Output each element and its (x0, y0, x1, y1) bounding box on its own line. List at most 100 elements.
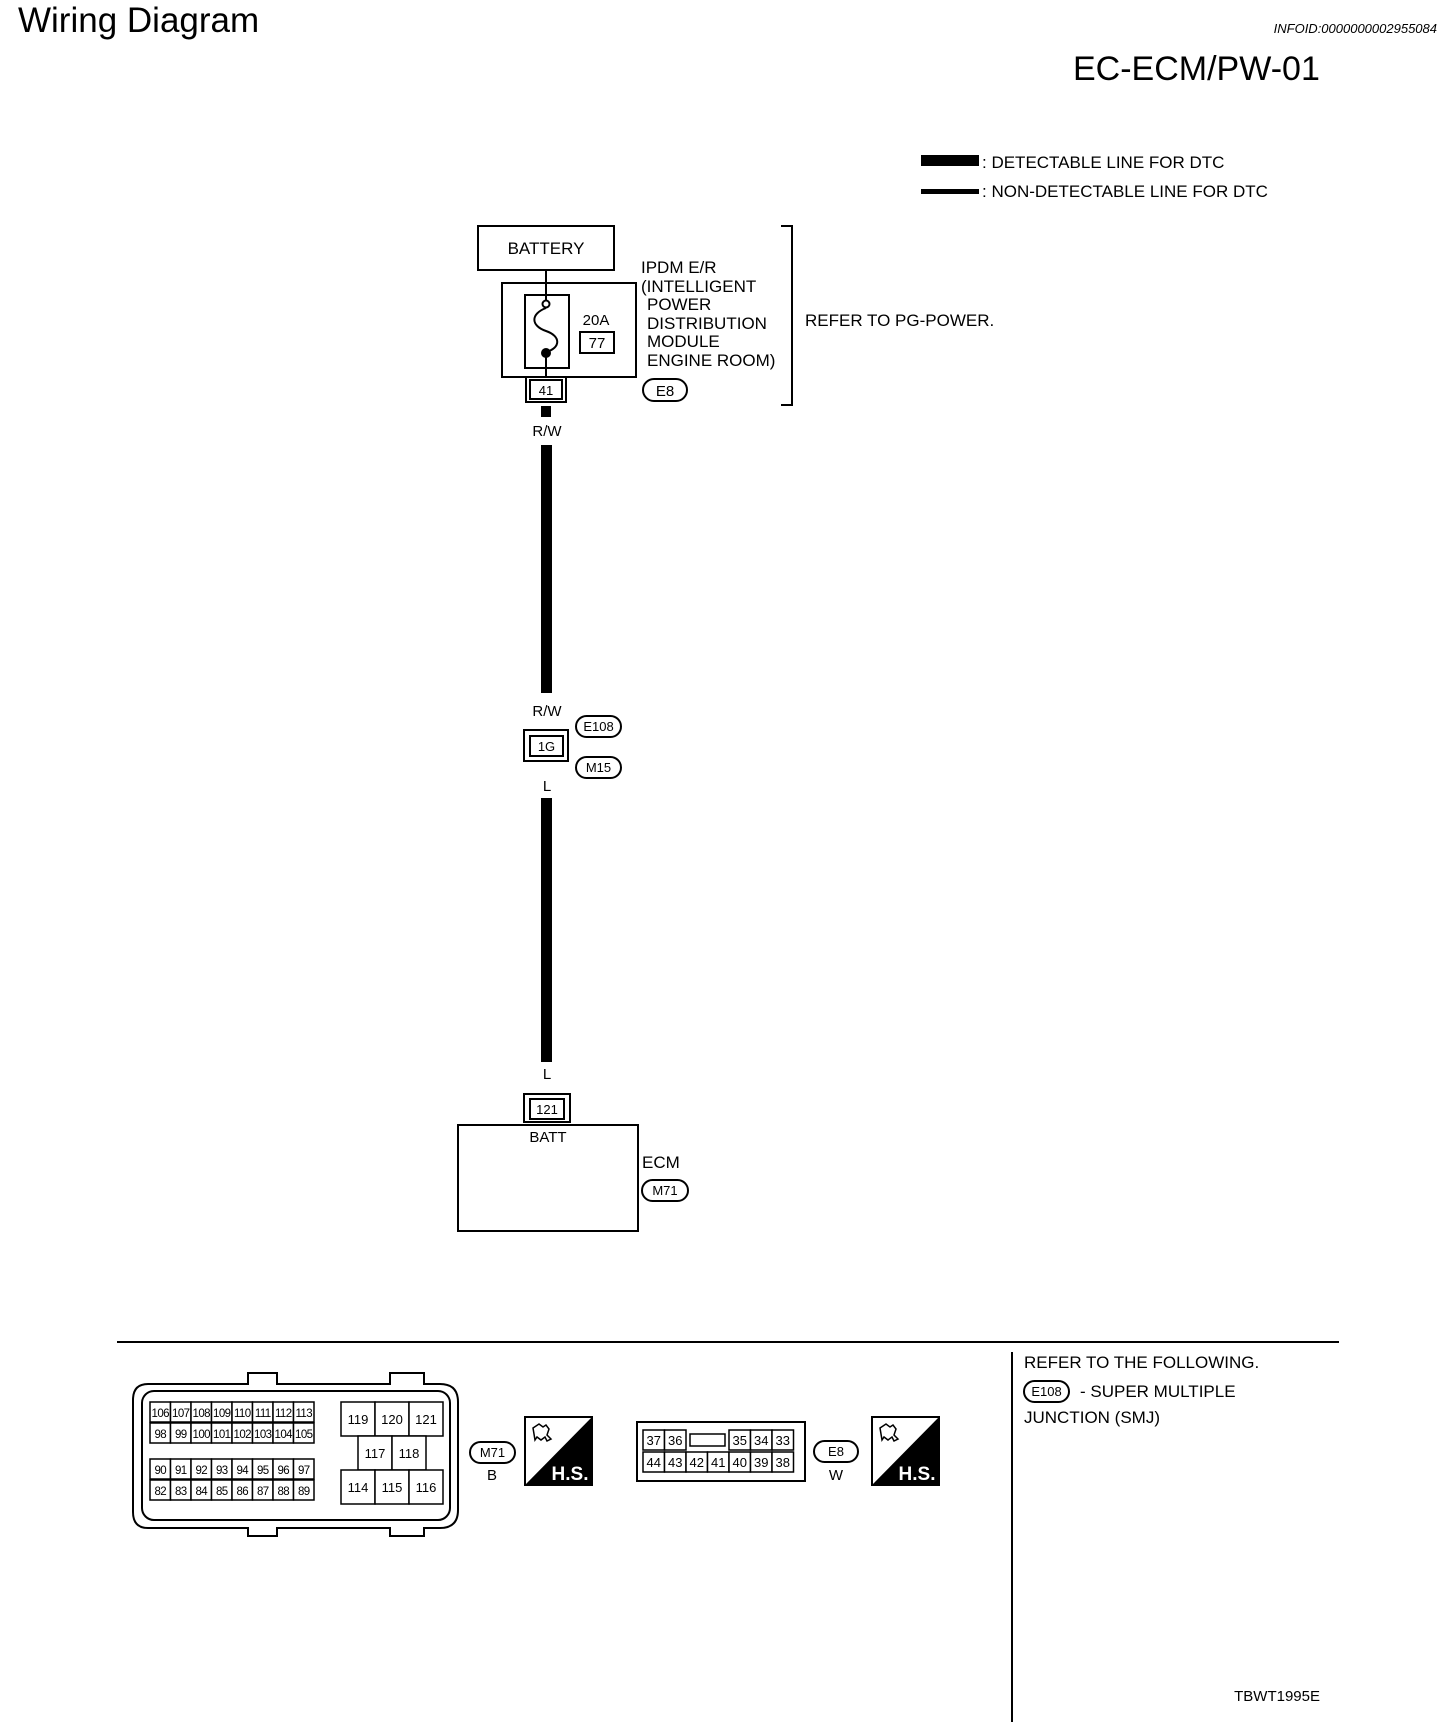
ipdm-name-line-1: IPDM E/R (641, 258, 717, 277)
connector-pin: 85 (210, 1479, 233, 1501)
ipdm-name-line-3: POWER (647, 295, 711, 314)
info-id: INFOID:0000000002955084 (1274, 21, 1437, 36)
connector-pin: 83 (169, 1479, 192, 1501)
connector-pin: 108 (190, 1401, 213, 1423)
ipdm-name-line-5: MODULE (647, 332, 720, 351)
connector-pin-number: 105 (295, 1429, 313, 1441)
connector-pin-number: 93 (216, 1465, 228, 1477)
connector-pin-number: 40 (733, 1455, 747, 1470)
m15-connector-id: M15 (586, 760, 611, 775)
refer-pg-power: REFER TO PG-POWER. (805, 311, 994, 330)
connector-pin: 114 (340, 1469, 376, 1505)
ipdm-terminal-number: 41 (539, 383, 553, 398)
connector-pin-number: 39 (754, 1455, 768, 1470)
ecm-terminal-number: 121 (536, 1102, 558, 1117)
connector-pin: 100 (190, 1422, 213, 1444)
fuse-terminal-top (541, 299, 551, 309)
m71-housing-inner (141, 1390, 451, 1521)
ecm-name: ECM (642, 1153, 680, 1172)
connector-pin: 117 (357, 1435, 393, 1471)
connector-pin: 38 (771, 1451, 795, 1473)
e8-color: W (829, 1467, 844, 1484)
connector-pin-number: 106 (152, 1408, 170, 1420)
ecm-box (457, 1124, 639, 1232)
junction-socket (523, 729, 569, 762)
ipdm-name-line-6: ENGINE ROOM) (647, 351, 775, 370)
connector-pin: 92 (190, 1458, 213, 1480)
connector-pin: 113 (292, 1401, 315, 1423)
m71-hs-icon: H.S. (524, 1416, 593, 1486)
connector-pin-number: 34 (754, 1433, 768, 1448)
wire-lower-l (541, 798, 552, 1062)
connector-pin: 37 (642, 1429, 666, 1451)
refer-text: - SUPER MULTIPLE (1080, 1382, 1236, 1401)
fuse-rating: 20A (583, 312, 610, 329)
figure-id: TBWT1995E (1234, 1688, 1320, 1705)
wire-color-bottom: L (543, 1066, 551, 1083)
connector-pin-number: 121 (415, 1412, 437, 1427)
connector-pin-number: 35 (733, 1433, 747, 1448)
connector-pin-number: 111 (255, 1408, 271, 1420)
legend-thin-line (921, 189, 979, 194)
e108-connector-tag (575, 715, 622, 738)
connector-pin: 121 (408, 1401, 444, 1437)
connector-pin: 110 (231, 1401, 254, 1423)
connector-pin: 99 (169, 1422, 192, 1444)
connector-pin-number: 33 (776, 1433, 790, 1448)
m71-connector-tag (641, 1179, 689, 1202)
connector-pin: 96 (272, 1458, 295, 1480)
wire-upper-rw (541, 445, 552, 693)
connector-pin-number: 38 (776, 1455, 790, 1470)
refer-e108-tag (1023, 1380, 1070, 1403)
m71-face-id: M71 (480, 1445, 505, 1460)
connector-pin: 97 (292, 1458, 315, 1480)
ipdm-bracket (781, 225, 793, 406)
connector-pin-number: 88 (277, 1486, 289, 1498)
connector-pin: 44 (642, 1451, 666, 1473)
connector-pin-number: 42 (690, 1455, 704, 1470)
battery-label: BATTERY (508, 239, 585, 258)
ecm-terminal-121 (529, 1098, 565, 1120)
connector-pin-number: 36 (668, 1433, 682, 1448)
connector-pin: 111 (251, 1401, 274, 1423)
connector-pin-number: 85 (216, 1486, 228, 1498)
legend-non-detectable: : NON-DETECTABLE LINE FOR DTC (982, 182, 1268, 201)
connector-pin: 94 (231, 1458, 254, 1480)
ecm-terminal-label: BATT (529, 1129, 566, 1146)
m71-housing-outer (132, 1372, 459, 1537)
connector-pin: 90 (149, 1458, 172, 1480)
connector-pin-number: 90 (154, 1465, 166, 1477)
connector-pin: 95 (251, 1458, 274, 1480)
connector-pin: 109 (210, 1401, 233, 1423)
connector-pin-number: 86 (236, 1486, 248, 1498)
connector-pin-number: 114 (348, 1480, 369, 1495)
page-title: Wiring Diagram (18, 1, 259, 40)
ipdm-terminal-socket (525, 376, 567, 403)
connector-pin-number: 113 (295, 1408, 312, 1420)
legend-detectable: : DETECTABLE LINE FOR DTC (982, 153, 1224, 172)
connector-pin: 36 (663, 1429, 687, 1451)
connector-pin-number: 41 (711, 1455, 725, 1470)
connector-pin: 34 (749, 1429, 773, 1451)
connector-pin: 87 (251, 1479, 274, 1501)
connector-pin: 91 (169, 1458, 192, 1480)
connector-pin: 33 (771, 1429, 795, 1451)
ipdm-terminal-41 (529, 379, 563, 400)
connector-pin-number: 95 (257, 1465, 269, 1477)
connector-pin: 84 (190, 1479, 213, 1501)
e8-face-id: E8 (828, 1444, 844, 1459)
connector-pin-number: 101 (213, 1429, 231, 1441)
connector-pin: 93 (210, 1458, 233, 1480)
connector-pin: 120 (374, 1401, 410, 1437)
connector-pin-number: 100 (193, 1429, 211, 1441)
e8-connector-id: E8 (656, 383, 674, 400)
refer-text-2: JUNCTION (SMJ) (1024, 1408, 1160, 1427)
connector-pin-number: 82 (154, 1486, 166, 1498)
connector-pin: 112 (272, 1401, 295, 1423)
connector-pin-number: 118 (399, 1446, 420, 1461)
connector-pin-number: 91 (175, 1465, 187, 1477)
connector-pin-number: 87 (257, 1486, 269, 1498)
connector-pin: 105 (292, 1422, 315, 1444)
